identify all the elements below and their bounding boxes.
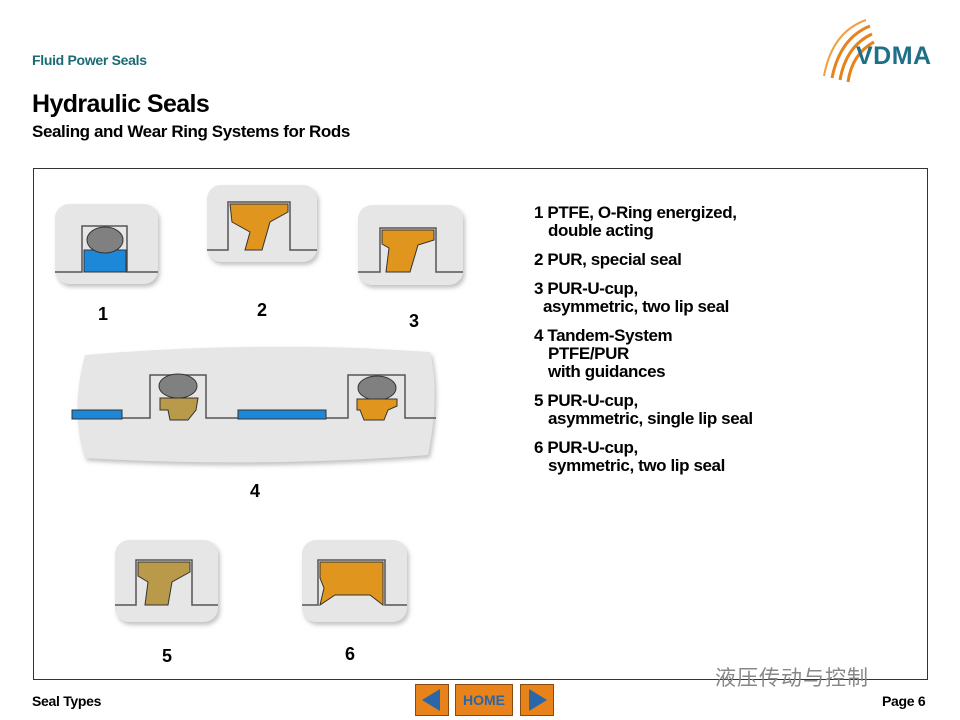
legend-item-text: PUR-U-cup, (547, 438, 638, 457)
legend-item-2: 2 PUR, special seal (534, 251, 753, 269)
next-page-button[interactable] (520, 684, 554, 716)
legend-item-number: 5 (534, 391, 544, 410)
seal-4-oring-right (357, 375, 397, 401)
page-title: Hydraulic Seals (32, 90, 210, 118)
legend-item-6: 6 PUR-U-cup, symmetric, two lip seal (534, 439, 753, 475)
legend-item-text: with guidances (548, 362, 666, 381)
vdma-logo-text: VDMA (856, 42, 932, 70)
seal-4-guide-ring-left (71, 409, 123, 420)
legend-item-text: Tandem-System (547, 326, 673, 345)
seal-1-oring (86, 226, 124, 254)
legend-item-3: 3 PUR-U-cup, asymmetric, two lip seal (534, 280, 753, 316)
legend-item-text: asymmetric, single lip seal (548, 409, 753, 428)
legend-item-text: symmetric, two lip seal (548, 456, 725, 475)
seal-label-2: 2 (257, 300, 268, 320)
seal-6-ucup (319, 561, 384, 607)
legend-item-text: PTFE/PUR (548, 344, 629, 363)
seal-label-6: 6 (345, 644, 356, 664)
seal-1-group (55, 204, 158, 284)
seal-2-pur-seal (229, 203, 289, 251)
seal-4-ucup-right (356, 398, 398, 421)
previous-page-button[interactable] (415, 684, 449, 716)
legend-item-text: PTFE, O-Ring energized, (547, 203, 737, 222)
legend-item-text: asymmetric, two lip seal (543, 297, 729, 316)
seal-label-4: 4 (250, 481, 261, 501)
seal-4-ptfe-seal-left (159, 397, 199, 421)
legend-item-text: double acting (548, 221, 654, 240)
watermark-text: 液压传动与控制 (715, 667, 869, 690)
seal-5-group (115, 540, 218, 622)
seal-6-group (302, 540, 407, 622)
legend-item-number: 3 (534, 279, 544, 298)
seal-2-group (207, 185, 317, 262)
legend: 1 PTFE, O-Ring energized, double acting … (534, 204, 753, 486)
seal-label-5: 5 (162, 646, 173, 666)
arrow-left-icon (422, 689, 440, 711)
seal-3-ucup (381, 229, 435, 273)
legend-item-text: PUR-U-cup, (547, 391, 638, 410)
legend-item-text: PUR, special seal (547, 250, 682, 269)
seal-4-group (71, 346, 436, 463)
legend-item-text: PUR-U-cup, (547, 279, 638, 298)
seal-4-oring-left (158, 373, 198, 399)
section-label: Fluid Power Seals (32, 52, 147, 68)
legend-item-number: 4 (534, 326, 544, 345)
legend-item-5: 5 PUR-U-cup, asymmetric, single lip seal (534, 392, 753, 428)
home-button[interactable]: HOME (455, 684, 513, 716)
seal-4-guide-ring-center (237, 409, 327, 420)
footer-section-label: Seal Types (32, 693, 102, 709)
legend-item-4: 4 Tandem-System PTFE/PUR with guidances (534, 327, 753, 381)
seal-3-group (358, 205, 463, 285)
legend-item-1: 1 PTFE, O-Ring energized, double acting (534, 204, 753, 240)
seal-label-3: 3 (409, 311, 420, 331)
page-number: Page 6 (882, 693, 926, 709)
page-subtitle: Sealing and Wear Ring Systems for Rods (32, 122, 350, 141)
seal-5-ucup (137, 561, 191, 606)
legend-item-number: 6 (534, 438, 544, 457)
arrow-right-icon (529, 689, 547, 711)
legend-item-number: 2 (534, 250, 544, 269)
vdma-logo-arcs-icon (823, 19, 875, 83)
diagram-frame (33, 168, 928, 680)
legend-item-number: 1 (534, 203, 544, 222)
seal-label-1: 1 (98, 304, 109, 324)
